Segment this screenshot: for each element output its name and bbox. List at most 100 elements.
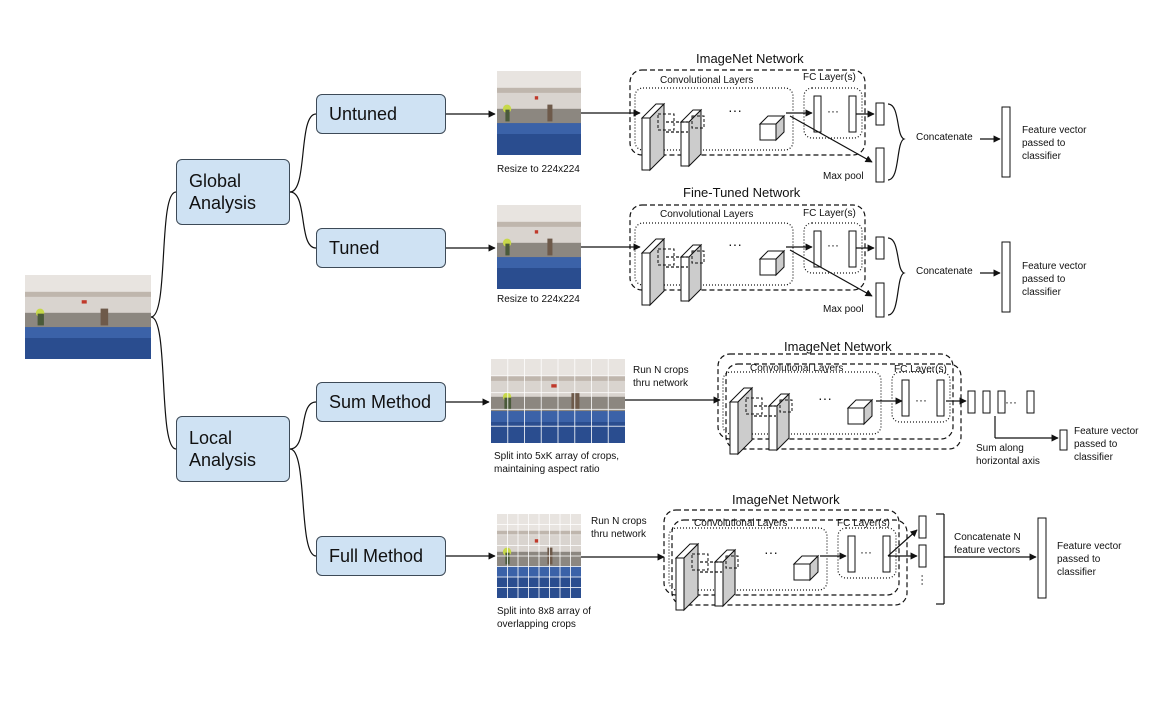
sum-fc-dots: ··· [915,393,927,407]
sum-conv-filter-1 [745,397,763,415]
sum-fc-outline [891,371,951,423]
untuned-conv-dots: ··· [728,102,742,118]
untuned-fc-outline [803,87,863,139]
full-run-crops-label: Run N crops thru network [591,516,647,540]
sum-crop-grid-photo [491,359,625,443]
tuned-input-photo [497,205,581,289]
untuned-conv-block-1-front [641,117,651,171]
local-to-full-connector [289,448,317,557]
sum-network-outline [717,353,954,440]
full-fc-dots: ··· [860,545,872,559]
untuned-input-photo [497,71,581,155]
full-conv-label: Convolutional Layers [694,518,788,529]
tuned-conv-label: Convolutional Layers [660,209,754,220]
source-photo [25,275,151,359]
sum-run-crops-label: Run N crops thru network [633,365,689,389]
untuned-concat-label: Concatenate [916,132,973,143]
global-to-untuned-connector [289,113,317,193]
tuned-fc-bar-2 [848,230,857,268]
untuned-network-title: ImageNet Network [696,51,804,66]
full-vector-dots: ··· [916,574,930,586]
tuned-brace [887,237,906,316]
tuned-conv-block-1-front [641,252,651,306]
sum-crop-vector-4 [1026,390,1035,414]
sum-vector-dots: ··· [1005,395,1017,409]
untuned-brace [887,103,906,181]
untuned-conv-outline [634,87,794,151]
sum-conv-filter-2 [779,399,793,413]
tuned-conv-block-3-front [759,258,777,276]
tuned-maxpool-output [875,282,885,318]
untuned-feature-label: Feature vector passed to classifier [1022,125,1087,162]
full-conv-block-2-front [714,561,724,607]
untuned-network-outline [629,69,866,156]
sum-crop-vector-3 [997,390,1006,414]
untuned-conv-block-3-front [759,123,777,141]
sum-feature-label: Feature vector passed to classifier [1074,426,1139,463]
tuned-fc-outline [803,222,863,274]
untuned-conv-block-2-front [680,121,690,167]
sum-caption: Split into 5xK array of crops, maintaini… [494,451,620,475]
local-to-sum-connector [289,401,317,450]
full-conv-filter-1 [691,553,709,571]
sum-sum-label: Sum along horizontal axis [976,443,1040,467]
sum-network-title: ImageNet Network [784,339,892,354]
full-method-node: Full Method [316,536,446,576]
untuned-fc-bar-2 [848,95,857,133]
tuned-caption: Resize to 224x224 [497,294,580,305]
sum-conv-dots: ··· [818,390,832,406]
full-fc-outline [837,527,897,579]
untuned-conv-label: Convolutional Layers [660,75,754,86]
full-network-stack-back [671,519,908,606]
tuned-maxpool-arrow [789,249,873,297]
untuned-fc-output [875,102,885,126]
global-analysis-node: Global Analysis [176,159,290,225]
full-conv-outline [668,527,828,591]
sum-fc-label: FC Layer(s) [894,364,947,375]
tuned-node: Tuned [316,228,446,268]
tuned-conv-dots: ··· [728,236,742,252]
untuned-fc-dots: ··· [827,104,839,118]
sum-conv-block-1-front [729,401,739,455]
tuned-feature-vector [1001,241,1011,313]
full-feature-label: Feature vector passed to classifier [1057,541,1122,578]
sum-network-stack-back [725,363,962,450]
local-analysis-node: Local Analysis [176,416,290,482]
full-caption: Split into 8x8 array of overlapping crop… [497,606,591,630]
tuned-fc-dots: ··· [827,238,839,252]
source-to-local-connector [150,316,177,450]
full-conv-dots: ··· [764,544,778,560]
untuned-caption: Resize to 224x224 [497,164,580,175]
full-network-title: ImageNet Network [732,492,840,507]
sum-fc-bar-1 [901,379,910,417]
sum-conv-block-3-front [847,407,865,425]
full-conv-block-1-front [675,557,685,611]
tuned-conv-block-2-front [680,256,690,302]
tuned-conv-outline [634,222,794,286]
untuned-node: Untuned [316,94,446,134]
tuned-conv-filter-1 [657,248,675,266]
untuned-fc-bar-1 [813,95,822,133]
full-network-outline [663,509,900,596]
untuned-conv-filter-2 [691,115,705,129]
untuned-maxpool-output [875,147,885,183]
sum-fc-bar-2 [936,379,945,417]
untuned-fc-label: FC Layer(s) [803,72,856,83]
sum-feature-vector [1059,429,1068,451]
tuned-network-title: Fine-Tuned Network [683,185,801,200]
full-feature-vector [1037,517,1047,599]
tuned-fc-label: FC Layer(s) [803,208,856,219]
tuned-feature-label: Feature vector passed to classifier [1022,261,1087,298]
full-fc-bar-2 [882,535,891,573]
sum-crop-vector-1 [967,390,976,414]
tuned-fc-output [875,236,885,260]
source-to-global-connector [150,191,177,318]
tuned-maxpool-label: Max pool [823,304,864,315]
tuned-fc-bar-1 [813,230,822,268]
tuned-conv-filter-2 [691,250,705,264]
full-crop-vector-2 [918,544,927,568]
full-concat-label: Concatenate N feature vectors [954,532,1021,556]
full-crop-grid-photo [497,514,581,598]
